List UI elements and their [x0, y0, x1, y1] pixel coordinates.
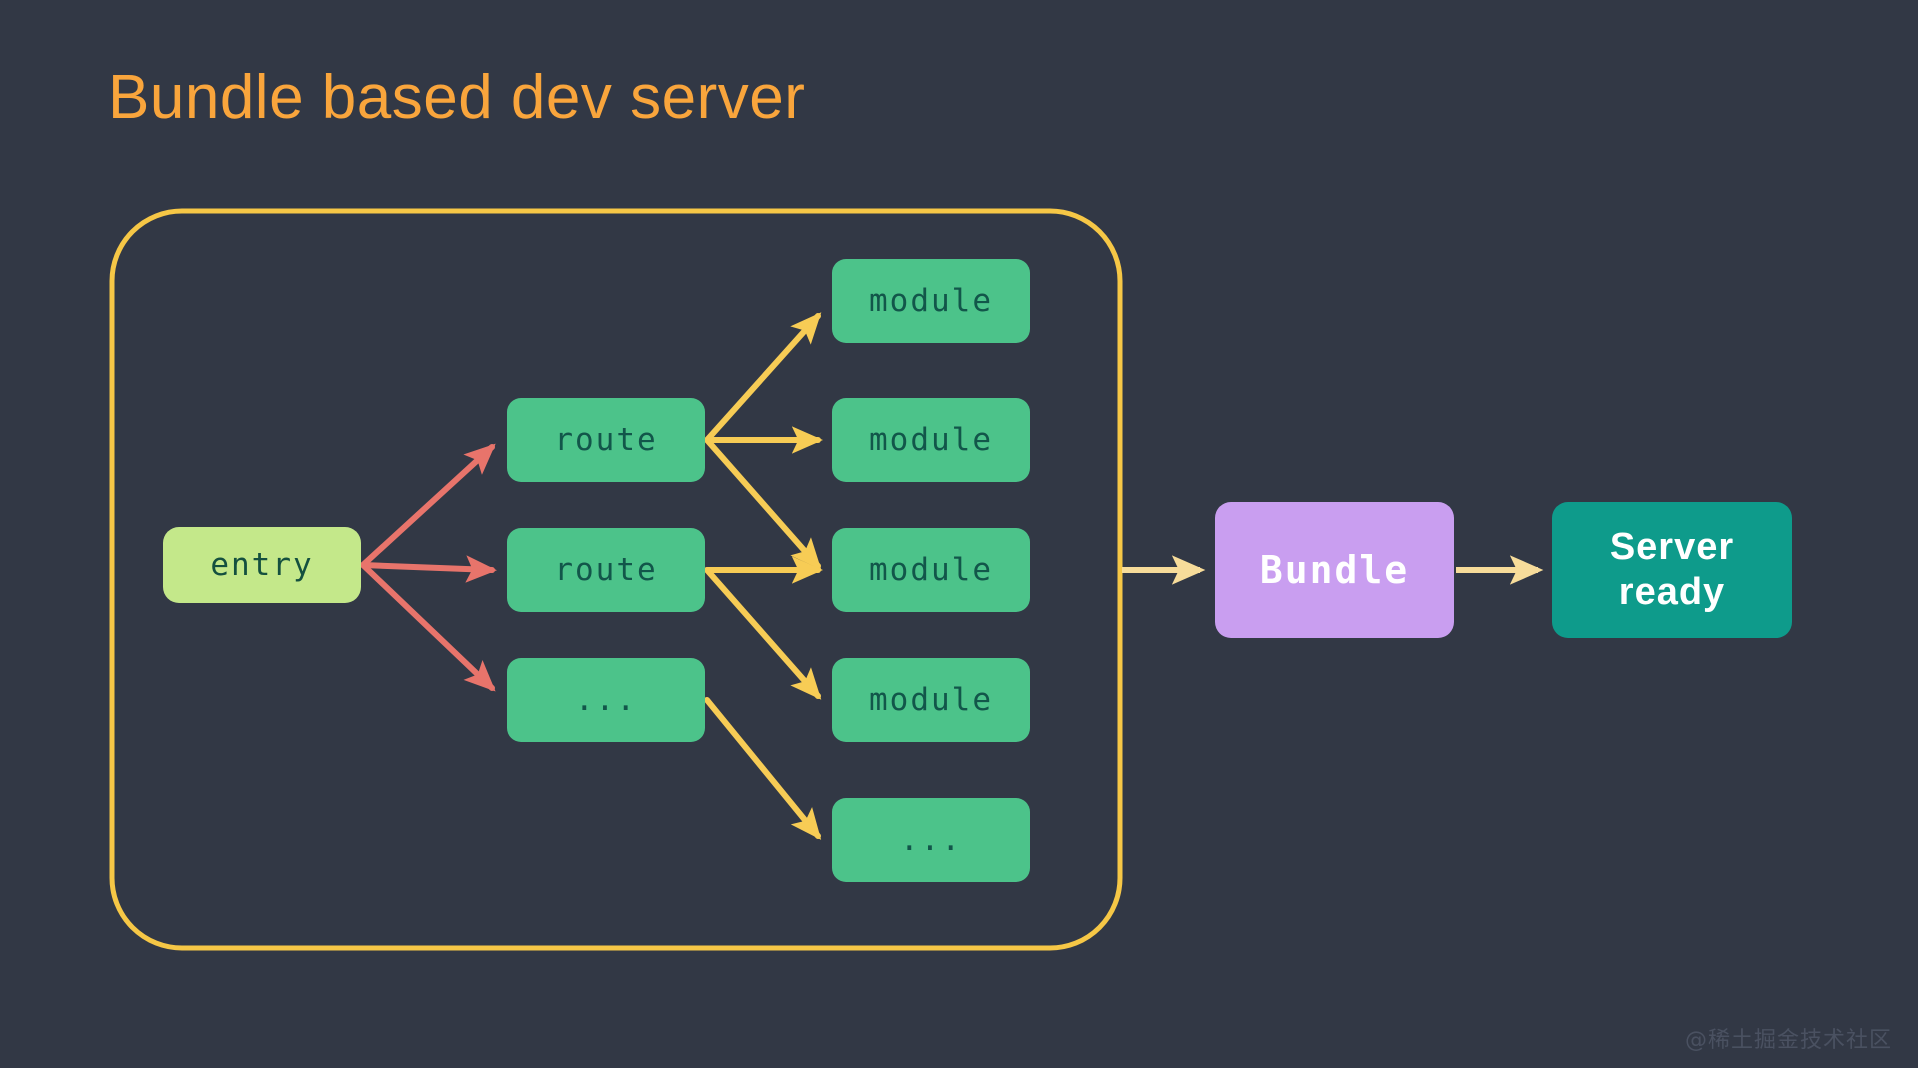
edge-entry-route1 — [360, 443, 496, 568]
node-route-3-ellipsis[interactable]: ... — [507, 658, 705, 742]
node-route-1[interactable]: route — [507, 398, 705, 482]
node-entry[interactable]: entry — [163, 527, 361, 603]
node-server-ready[interactable]: Server ready — [1552, 502, 1792, 638]
node-module-4[interactable]: module — [832, 658, 1030, 742]
edge-route2-module4 — [704, 567, 822, 700]
edge-route3-module5 — [704, 697, 822, 840]
edge-route1-module3 — [704, 437, 822, 570]
edge-entry-route3 — [360, 562, 496, 692]
node-module-2[interactable]: module — [832, 398, 1030, 482]
node-bundle[interactable]: Bundle — [1215, 502, 1454, 638]
page-title: Bundle based dev server — [108, 63, 806, 132]
edge-entry-route2 — [360, 555, 497, 583]
node-route-2[interactable]: route — [507, 528, 705, 612]
node-module-1[interactable]: module — [832, 259, 1030, 343]
edge-route1-module1 — [704, 312, 822, 443]
node-module-3[interactable]: module — [832, 528, 1030, 612]
node-module-5-ellipsis[interactable]: ... — [832, 798, 1030, 882]
watermark: @稀土掘金技术社区 — [1684, 1028, 1892, 1053]
